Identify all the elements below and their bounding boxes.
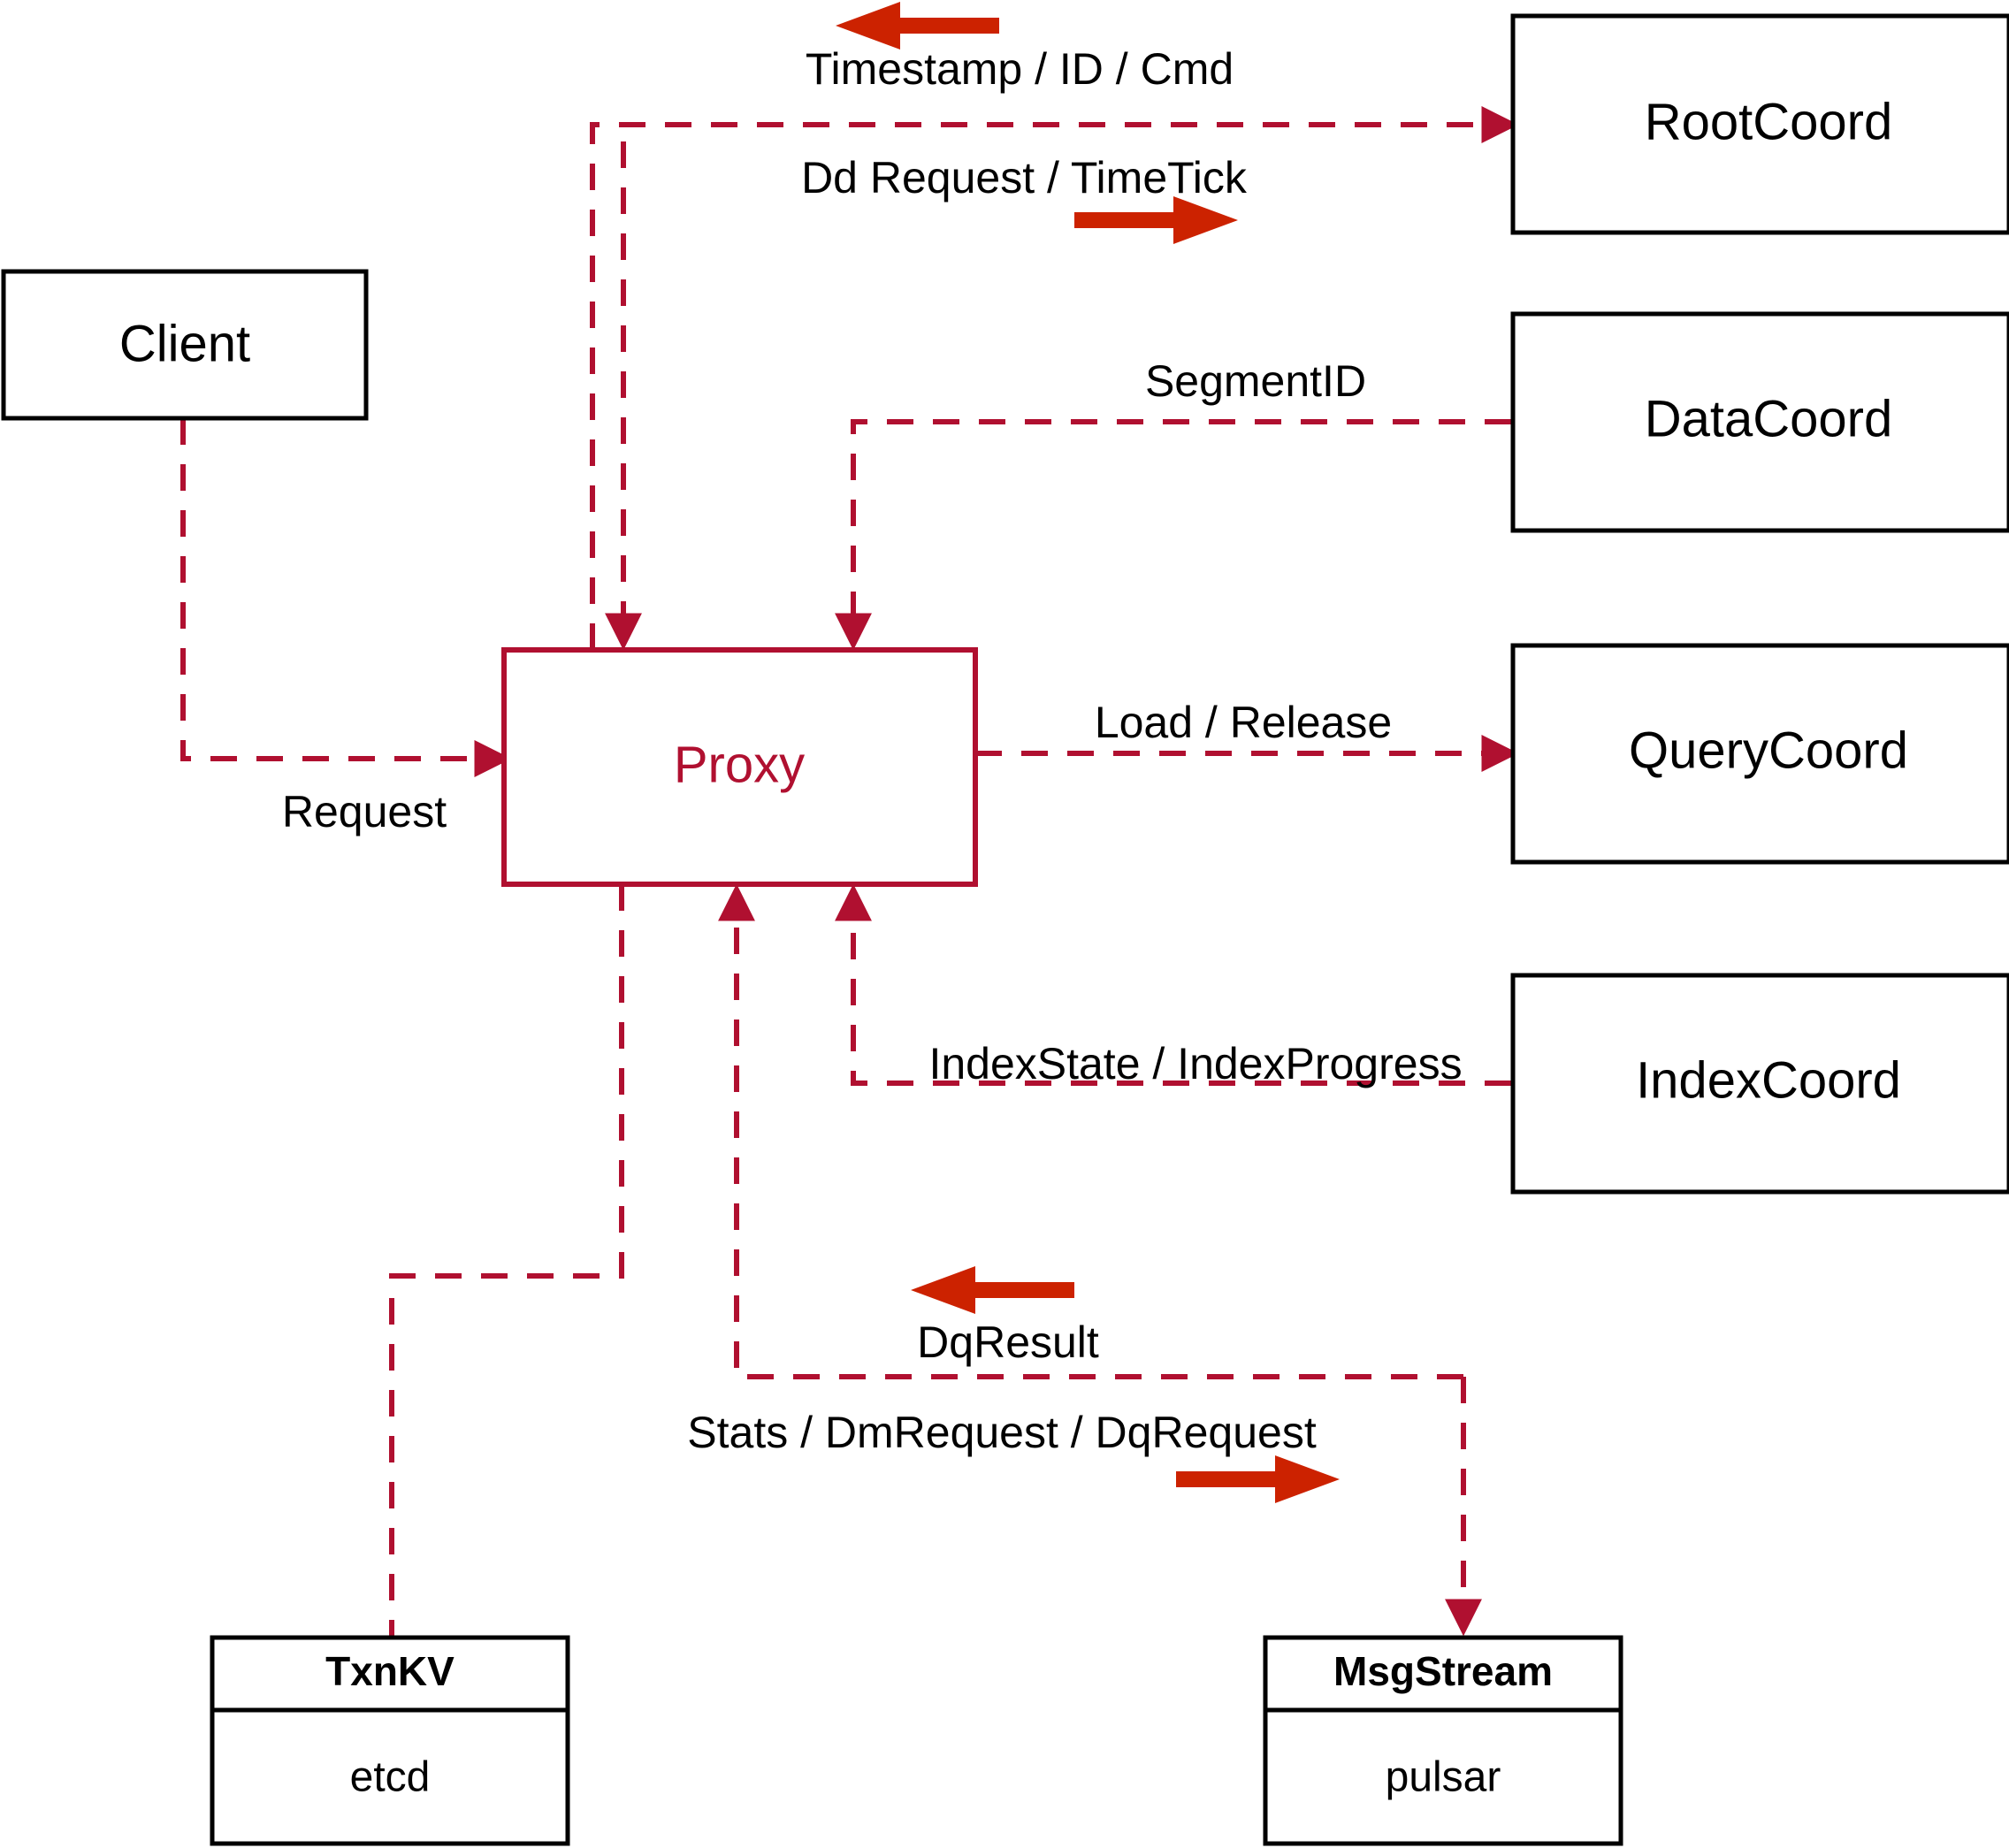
node-client[interactable]: Client: [1, 269, 369, 421]
txnkv-header-label: TxnKV: [325, 1648, 455, 1694]
node-querycoord[interactable]: QueryCoord: [1510, 643, 2009, 865]
txnkv-box[interactable]: [210, 1635, 570, 1846]
node-txnkv[interactable]: TxnKV etcd: [210, 1635, 570, 1846]
edge-proxy-txnkv: [389, 884, 624, 1638]
edge-msgstream-proxy: [718, 883, 1463, 1379]
msgstream-box[interactable]: [1263, 1635, 1623, 1846]
edge-datacoord-proxy: [835, 419, 1511, 651]
flow-arrow-stats-right: [1176, 1455, 1340, 1503]
rootcoord-box[interactable]: [1510, 13, 2009, 235]
node-proxy[interactable]: Proxy: [501, 647, 978, 887]
flow-arrow-dqresult-left: [911, 1266, 1074, 1314]
node-datacoord[interactable]: DataCoord: [1510, 311, 2009, 533]
client-label: Client: [119, 315, 250, 372]
datacoord-box[interactable]: [1510, 311, 2009, 533]
edge-label-stats-dm-dq-request: Stats / DmRequest / DqRequest: [687, 1408, 1317, 1457]
flow-arrow-timestamp-left: [836, 2, 999, 50]
node-msgstream[interactable]: MsgStream pulsar: [1263, 1635, 1623, 1846]
indexcoord-label: IndexCoord: [1636, 1051, 1901, 1109]
edge-label-dd-request-timetick: Dd Request / TimeTick: [801, 153, 1248, 202]
node-indexcoord[interactable]: IndexCoord: [1510, 973, 2009, 1195]
edge-label-segment-id: SegmentID: [1145, 356, 1366, 406]
flow-arrow-ddrequest-right: [1074, 196, 1238, 244]
client-box[interactable]: [1, 269, 369, 421]
edge-label-dq-result: DqResult: [917, 1317, 1099, 1367]
edge-label-timestamp-id-cmd: Timestamp / ID / Cmd: [806, 44, 1234, 94]
node-rootcoord[interactable]: RootCoord: [1510, 13, 2009, 235]
indexcoord-box[interactable]: [1510, 973, 2009, 1195]
edge-label-request: Request: [282, 787, 447, 836]
msgstream-body-label: pulsar: [1386, 1754, 1501, 1801]
edge-client-proxy: [180, 418, 512, 777]
edge-label-load-release: Load / Release: [1095, 698, 1392, 747]
querycoord-box[interactable]: [1510, 643, 2009, 865]
proxy-box[interactable]: [501, 647, 978, 887]
datacoord-label: DataCoord: [1645, 390, 1892, 447]
edge-indexcoord-proxy: [835, 883, 1511, 1086]
txnkv-body-label: etcd: [350, 1754, 431, 1801]
querycoord-label: QueryCoord: [1629, 722, 1908, 779]
proxy-label: Proxy: [674, 736, 805, 793]
edge-proxy-rootcoord: [590, 106, 1519, 650]
edge-label-index-state-progress: IndexState / IndexProgress: [928, 1039, 1462, 1088]
msgstream-header-label: MsgStream: [1333, 1648, 1553, 1694]
rootcoord-label: RootCoord: [1645, 93, 1892, 150]
